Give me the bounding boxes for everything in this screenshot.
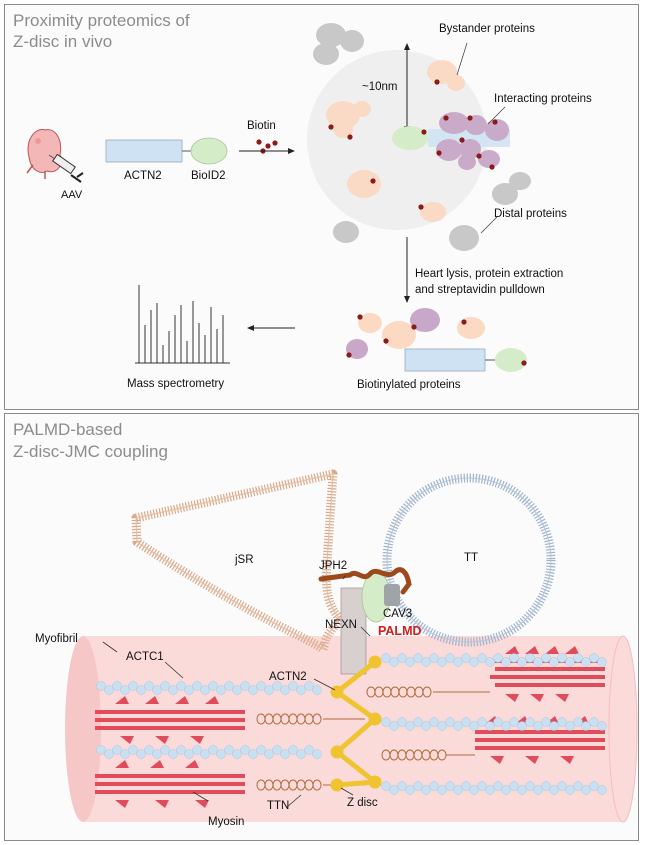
label-jph2: JPH2 xyxy=(319,560,348,572)
label-lysis-line2: and streptavidin pulldown xyxy=(415,284,545,296)
label-zdisc: Z disc xyxy=(347,797,378,809)
jph2-protein xyxy=(318,567,412,595)
label-tt: TT xyxy=(464,552,479,564)
coupling-diagram xyxy=(65,469,638,823)
label-myofibril: Myofibril xyxy=(35,633,78,645)
syringe-icon xyxy=(48,153,84,183)
proteomics-diagram xyxy=(26,23,531,372)
label-cav3: CAV3 xyxy=(383,608,413,620)
proteomics-panel: Proximity proteomics of Z-disc in vivo xyxy=(4,4,639,410)
nexn-protein xyxy=(340,587,367,675)
panel-title-line2: Z-disc-JMC coupling xyxy=(13,442,168,461)
label-bystander-proteins: Bystander proteins xyxy=(439,23,535,35)
mouse-icon xyxy=(26,129,62,179)
cav3-protein xyxy=(384,584,400,606)
biotinylated-proteins xyxy=(346,308,527,372)
titin-coils xyxy=(256,686,490,791)
label-nexn: NEXN xyxy=(325,619,357,631)
distal-proteins xyxy=(313,23,531,251)
actn2-box xyxy=(105,139,183,163)
z-disc xyxy=(330,655,382,792)
panel-title-line2: Z-disc in vivo xyxy=(13,32,113,51)
label-ttn: TTN xyxy=(267,800,290,812)
label-distance: ~10nm xyxy=(362,81,398,93)
bystander-proteins xyxy=(326,60,465,222)
coupling-panel: PALMD-based Z-disc-JMC coupling xyxy=(4,413,639,841)
panel-title-line1: PALMD-based xyxy=(13,420,123,439)
label-actc1: ACTC1 xyxy=(126,651,164,663)
label-interacting-proteins: Interacting proteins xyxy=(494,93,592,105)
panel-title-line1: Proximity proteomics of xyxy=(13,11,190,30)
label-biotin: Biotin xyxy=(247,120,276,132)
biotin-labels-sphere xyxy=(328,79,498,210)
bait-bioid2 xyxy=(392,126,428,150)
biotin-dots xyxy=(256,139,278,154)
label-jsr: jSR xyxy=(235,554,254,566)
label-distal-proteins: Distal proteins xyxy=(494,208,567,220)
label-palmd: PALMD xyxy=(378,624,422,638)
label-aav: AAV xyxy=(61,189,83,201)
label-myosin: Myosin xyxy=(208,816,245,828)
mass-spectrum xyxy=(135,285,230,364)
bioid2-blob xyxy=(190,137,228,165)
label-biotinylated-proteins: Biotinylated proteins xyxy=(357,379,461,391)
label-actn2: ACTN2 xyxy=(269,671,307,683)
actin-filaments xyxy=(96,653,607,795)
label-mass-spectrometry: Mass spectrometry xyxy=(127,378,225,390)
label-lysis-line1: Heart lysis, protein extraction xyxy=(415,268,564,280)
label-actn2: ACTN2 xyxy=(124,170,162,182)
label-bioid2: BioID2 xyxy=(191,170,226,182)
